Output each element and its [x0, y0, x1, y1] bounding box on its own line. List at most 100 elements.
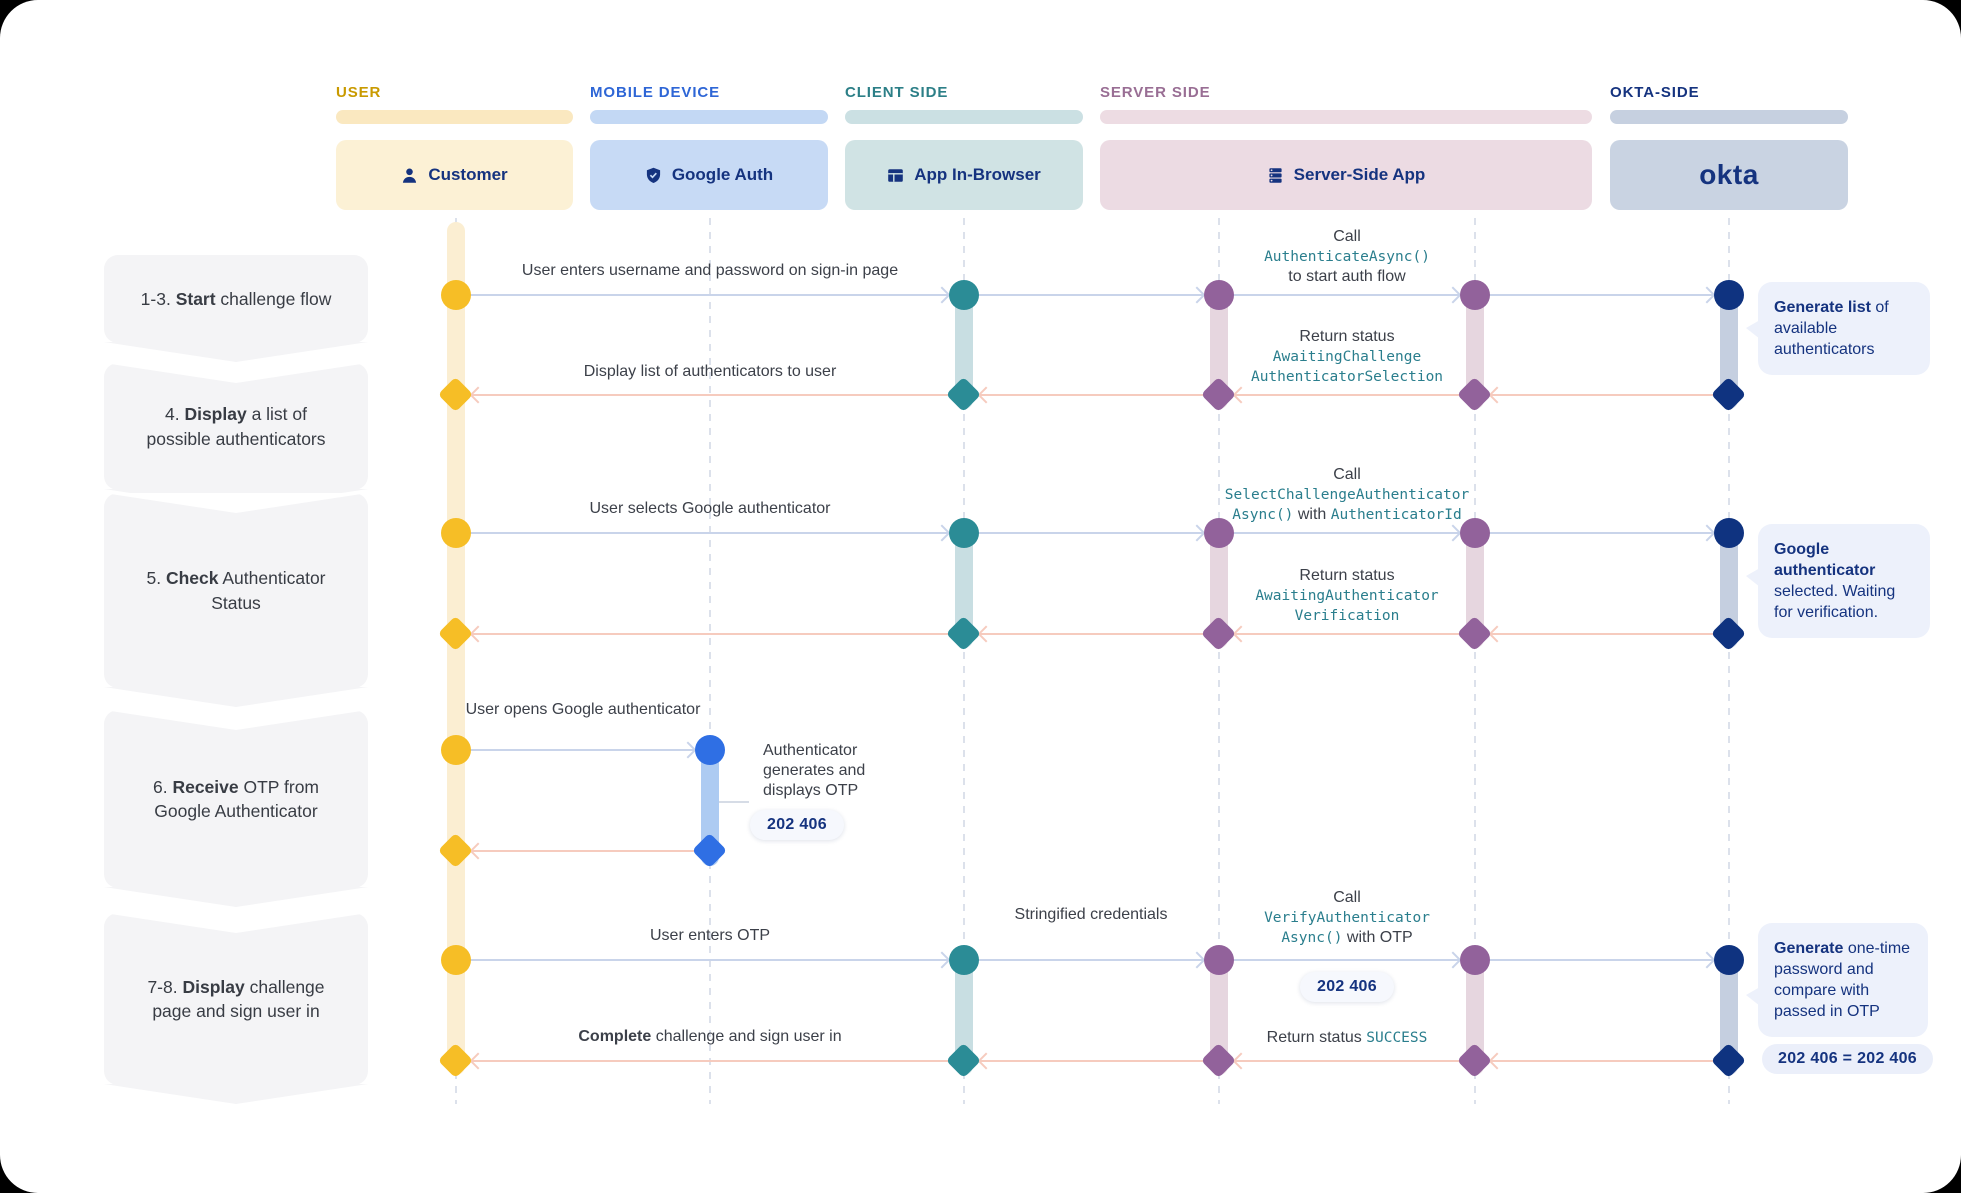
arrow-return: [964, 1052, 1219, 1070]
message-display-list: Display list of authenticators to user: [583, 363, 837, 380]
activation-bar-server-1: [1210, 281, 1228, 409]
node-circle-okta: [1714, 518, 1744, 548]
arrow-forward: [1219, 951, 1475, 969]
node-diamond-server-2: [1456, 1042, 1493, 1079]
arrow-forward: [1475, 286, 1729, 304]
node-circle-user: [441, 280, 471, 310]
arrowhead-left: [977, 1052, 995, 1070]
arrow-return: [456, 386, 964, 404]
step-post: a list of possible authenticators: [146, 404, 326, 449]
code-text: SUCCESS: [1366, 1030, 1428, 1046]
activation-bar-mobile: [701, 736, 719, 866]
arrowhead-left: [469, 386, 487, 404]
step-text: 1-3. Start challenge flow: [141, 287, 332, 312]
arrow-return: [1219, 386, 1475, 404]
actor-box-okta: okta: [1610, 140, 1848, 210]
step-pre: 6.: [152, 776, 173, 797]
arrowhead-right: [1188, 286, 1206, 304]
arrow-forward: [456, 524, 964, 542]
activation-bar-server-1: [1210, 519, 1228, 648]
message-stringified-credentials: Stringified credentials: [1014, 906, 1168, 923]
step-post: OTP from Google Authenticator: [154, 776, 320, 822]
arrow-forward: [456, 741, 710, 759]
arrowhead-right: [1444, 286, 1462, 304]
activation-bar-client: [955, 281, 973, 409]
lane-label-client-side: CLIENT SIDE: [845, 84, 949, 101]
node-circle-client: [949, 945, 979, 975]
step-bold: Display: [184, 404, 247, 424]
actor-box-server-side-app: Server-Side App: [1100, 140, 1592, 210]
lane-bar-client: [845, 110, 1083, 124]
step-text: 6. Receive OTP from Google Authenticator: [134, 775, 338, 824]
node-circle-server-2: [1460, 945, 1490, 975]
step-pre: 5.: [146, 568, 166, 588]
callout-bold: Generate list: [1774, 299, 1871, 316]
message-line: Call: [1333, 889, 1361, 906]
node-circle-server-2: [1460, 280, 1490, 310]
verify-otp-pill: 202 406: [1300, 972, 1394, 1002]
activation-bar-okta: [1720, 946, 1738, 1075]
arrowhead-left: [977, 386, 995, 404]
lane-label-user: USER: [336, 84, 382, 101]
step-pre: 7-8.: [147, 976, 183, 997]
code-text: AuthenticatorId: [1330, 507, 1462, 523]
actor-box-app-in-browser: App In-Browser: [845, 140, 1083, 210]
node-circle-server-1: [1204, 945, 1234, 975]
step-text: 4. Display a list of possible authentica…: [134, 402, 338, 451]
arrowhead-right: [1444, 524, 1462, 542]
compare-result-pill: 202 406 = 202 406: [1762, 1044, 1934, 1074]
code-text: AuthenticateAsync(): [1264, 249, 1430, 265]
node-circle-server-1: [1204, 280, 1234, 310]
arrowhead-left: [469, 625, 487, 643]
message-complete-challenge: Complete challenge and sign user in: [460, 1027, 960, 1047]
arrow-forward: [964, 951, 1219, 969]
arrowhead-right: [1188, 524, 1206, 542]
step-pre: 1-3.: [140, 288, 176, 309]
step-bold: Check: [165, 568, 219, 588]
node-circle-user: [441, 945, 471, 975]
message-line: challenge and sign user in: [651, 1028, 842, 1045]
arrowhead-right: [1444, 951, 1462, 969]
arrowhead-right: [1698, 286, 1716, 304]
lifeline-client: [963, 218, 965, 1104]
code-text: SelectChallengeAuthenticator: [1224, 487, 1470, 503]
step-card-4-display-authenticators: 4. Display a list of possible authentica…: [104, 363, 368, 509]
message-call-select: Call SelectChallengeAuthenticator Async(…: [1214, 465, 1480, 525]
node-diamond-server-1: [1200, 1042, 1237, 1079]
callout-text: one-time password and compare with passe…: [1774, 940, 1911, 1020]
lane-bar-okta: [1610, 110, 1848, 124]
arrow-forward: [1475, 951, 1729, 969]
callout-google-selected: Google authenticator selected. Waiting f…: [1746, 524, 1930, 638]
step-card-7-8-display-challenge-page: 7-8. Display challenge page and sign use…: [104, 913, 368, 1104]
message-return-awaiting-verification: Return status AwaitingAuthenticator Veri…: [1227, 566, 1467, 626]
arrow-forward: [964, 286, 1219, 304]
message-line: with: [1293, 506, 1331, 523]
arrowhead-left: [1488, 1052, 1506, 1070]
arrowhead-left: [1232, 625, 1250, 643]
arrow-return: [1475, 1052, 1729, 1070]
server-stack-icon: [1269, 167, 1282, 183]
code-text: AwaitingAuthenticator: [1255, 588, 1439, 604]
code-text: VerifyAuthenticator: [1264, 910, 1430, 926]
actor-label-server-side-app: Server-Side App: [1293, 165, 1426, 184]
activation-bar-okta: [1720, 281, 1738, 409]
arrow-forward: [456, 286, 964, 304]
node-circle-client: [949, 518, 979, 548]
arrow-return: [964, 386, 1219, 404]
arrow-return: [456, 842, 710, 860]
arrowhead-right: [1188, 951, 1206, 969]
step-card-1-3-start-challenge-flow: 1-3. Start challenge flow: [104, 255, 368, 362]
arrow-return: [1219, 1052, 1475, 1070]
arrow-forward: [1219, 524, 1475, 542]
step-post: challenge page and sign user in: [152, 976, 325, 1022]
lane-label-okta-side: OKTA-SIDE: [1610, 84, 1700, 101]
arrowhead-left: [1232, 1052, 1250, 1070]
arrowhead-left: [1232, 386, 1250, 404]
person-icon: [403, 168, 417, 183]
step-card-6-receive-otp: 6. Receive OTP from Google Authenticator: [104, 710, 368, 907]
activation-bar-server-2: [1466, 519, 1484, 648]
message-line: Return status: [1299, 567, 1395, 584]
code-text: Async(): [1281, 930, 1343, 946]
message-open-authenticator: User opens Google authenticator: [465, 701, 701, 718]
